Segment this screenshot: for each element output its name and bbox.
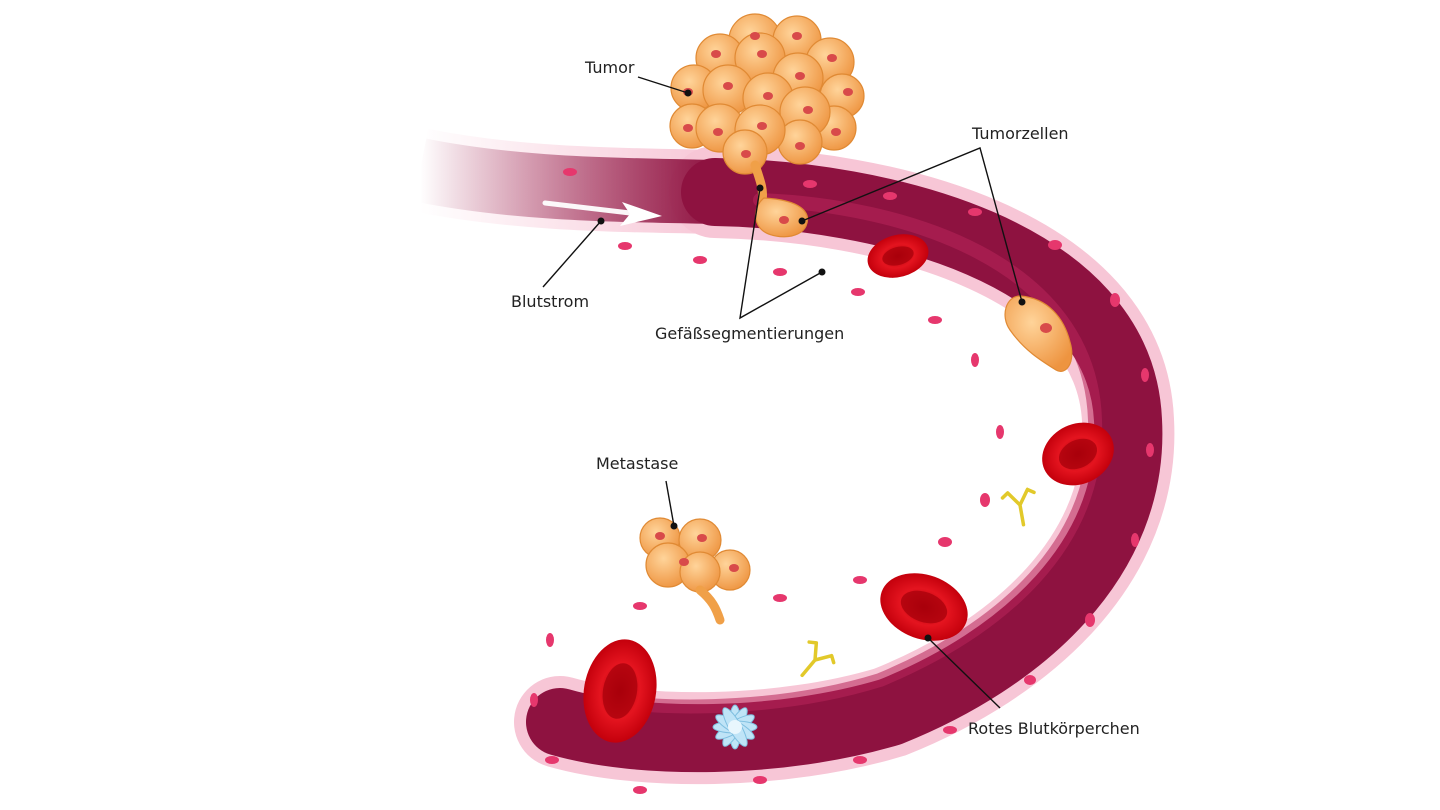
leader-dot <box>798 217 806 225</box>
leader-dot <box>924 634 932 642</box>
red-blood-cell <box>1042 422 1114 486</box>
leader-dot <box>670 522 678 530</box>
antibody-icon <box>800 640 836 678</box>
blood-flow-arrow <box>542 200 662 226</box>
leader-tumor <box>637 76 689 94</box>
metastasis-cluster <box>639 517 751 625</box>
leader-lines <box>542 76 1026 709</box>
leader-red-blood-cell <box>927 637 1001 709</box>
red-blood-cells <box>583 234 1114 743</box>
label-tumor: Tumor <box>584 58 635 77</box>
leader-dot <box>684 89 692 97</box>
leader-dot <box>1018 298 1026 306</box>
vessel-lumen-highlight <box>593 193 1103 714</box>
white-blood-cell-icon <box>712 704 758 750</box>
label-metastasis: Metastase <box>596 454 678 473</box>
leader-tumor-cells <box>801 147 1023 303</box>
tumor-cell-intravasating <box>755 197 808 238</box>
label-vessel-segmentation: Gefäßsegmentierungen <box>655 324 844 343</box>
leader-blood-flow <box>542 220 602 288</box>
tumor-cluster <box>669 13 865 205</box>
red-blood-cell <box>867 234 929 278</box>
labels: Tumor Tumorzellen Blutstrom Gefäßsegment… <box>511 58 1140 738</box>
blood-vessel <box>411 128 1175 794</box>
leader-metastasis <box>665 480 675 527</box>
label-red-blood-cell: Rotes Blutkörperchen <box>968 719 1140 738</box>
antibodies <box>800 487 1036 678</box>
red-blood-cell <box>880 573 968 641</box>
leader-dot <box>756 184 764 192</box>
leader-dot <box>818 268 826 276</box>
antibody-icon <box>1000 487 1036 527</box>
label-blood-flow: Blutstrom <box>511 292 589 311</box>
vessel-wall-nuclei <box>530 168 1154 794</box>
label-tumor-cells: Tumorzellen <box>971 124 1069 143</box>
leader-vessel-segmentation <box>739 187 823 320</box>
tumor-cell-circulating <box>1004 295 1073 372</box>
red-blood-cell <box>583 639 657 743</box>
leader-dot <box>597 217 605 225</box>
